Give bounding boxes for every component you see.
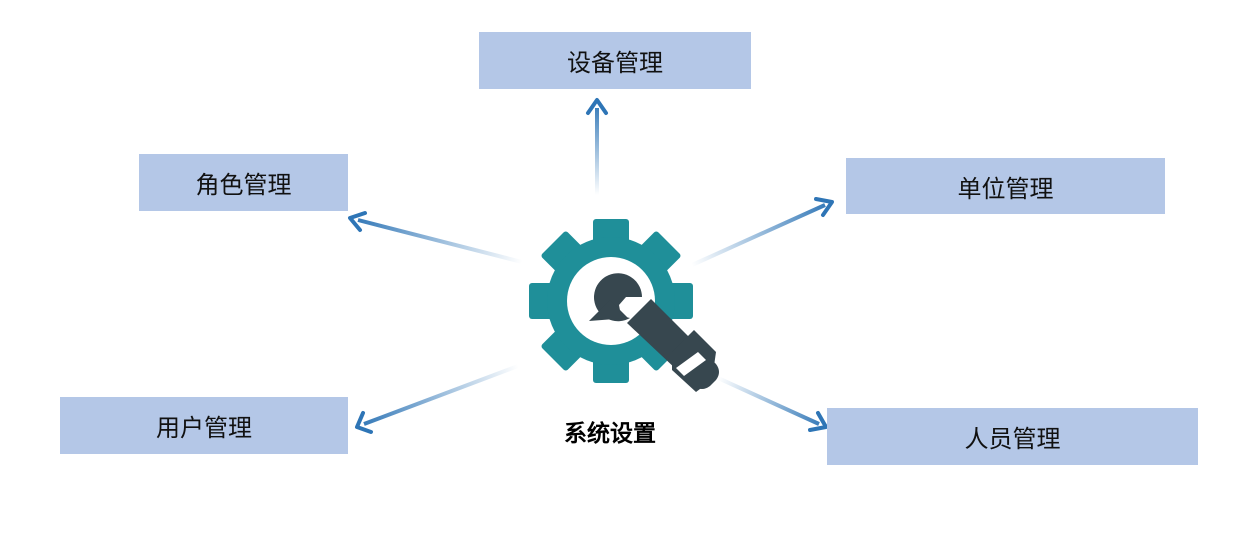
- device-management-label: 设备管理: [567, 49, 663, 77]
- arrow-to-device: [586, 98, 608, 195]
- staff-management-node: 人员管理: [827, 408, 1198, 465]
- staff-management-label: 人员管理: [964, 425, 1061, 453]
- arrow-to-user: [355, 364, 519, 434]
- arrow-to-role: [348, 211, 523, 264]
- arrow-to-staff: [717, 376, 828, 432]
- system-settings-label: 系统设置: [564, 421, 656, 447]
- unit-management-label: 单位管理: [957, 174, 1054, 203]
- wrench-icon: [589, 273, 719, 392]
- role-management-label: 角色管理: [195, 171, 292, 199]
- unit-management-node: 单位管理: [846, 158, 1165, 214]
- user-management-label: 用户管理: [156, 414, 252, 442]
- user-management-node: 用户管理: [60, 397, 348, 454]
- gear-wrench-icon: [529, 219, 719, 392]
- role-management-node: 角色管理: [139, 154, 348, 211]
- device-management-node: 设备管理: [479, 32, 751, 89]
- arrow-to-unit: [691, 197, 834, 267]
